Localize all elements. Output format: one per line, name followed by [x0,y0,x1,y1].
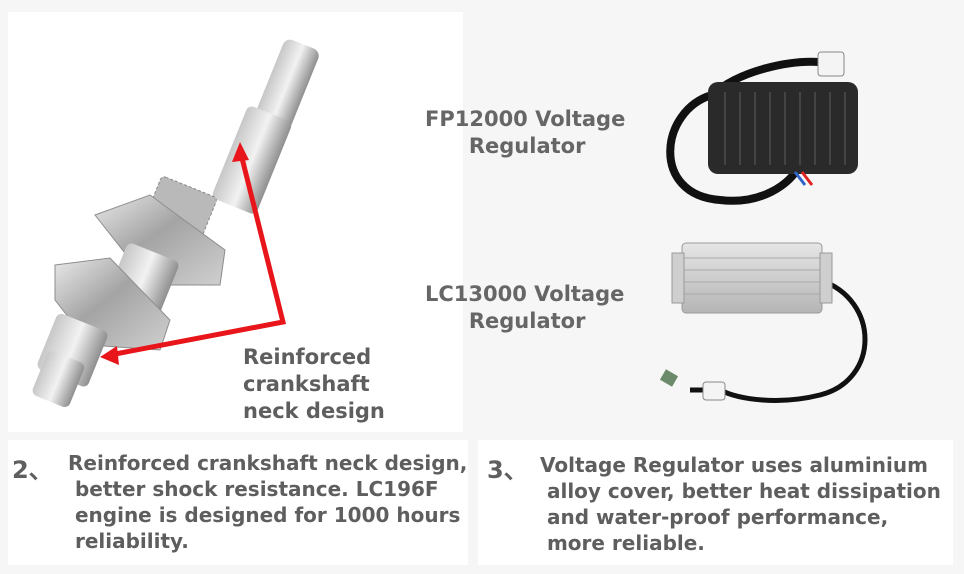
feature-number-3: 3、 [487,456,528,484]
fp12000-label: FP12000 Voltage Regulator [425,107,626,158]
lc13000-regulator-image [659,242,868,403]
fp12000-regulator-image [666,51,858,205]
neck-arrow [100,142,287,365]
crankshaft-caption: Reinforced crankshaft neck design, bette… [68,451,468,553]
neck-design-label: Reinforced crankshaft neck design [243,345,385,423]
crankshaft-image [32,39,319,408]
regulator-caption: Voltage Regulator uses aluminium alloy c… [540,453,941,555]
caption-panel-left [8,440,468,565]
caption-panel-right [478,440,953,565]
feature-number-2: 2、 [12,456,53,484]
lc13000-label: LC13000 Voltage Regulator [425,282,625,333]
